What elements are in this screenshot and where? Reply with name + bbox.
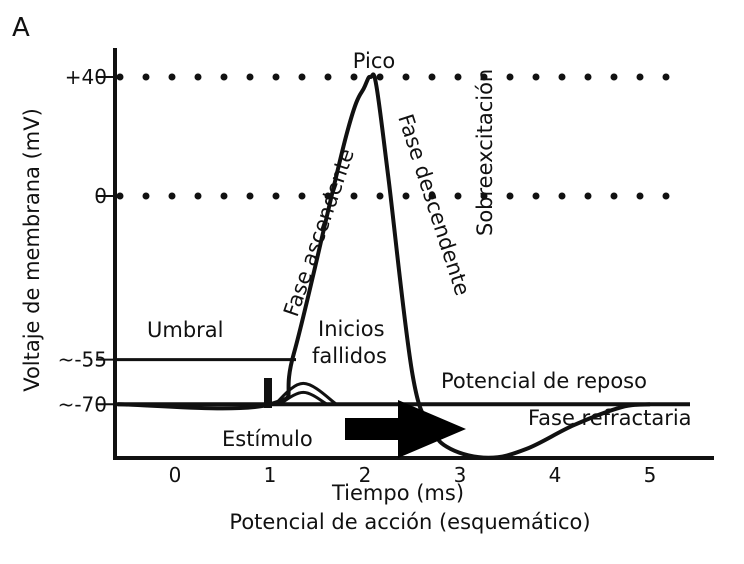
resting-potential-label: Potencial de reposo (441, 369, 647, 393)
chart-title: Potencial de acción (esquemático) (229, 510, 590, 534)
x-tick-label: 2 (359, 463, 372, 487)
x-axis-title: Tiempo (ms) (331, 481, 464, 505)
chart-marks (117, 72, 651, 460)
failed-start-curve (278, 390, 328, 406)
falling-phase-label: Fase descendente (393, 111, 474, 298)
x-tick-label: 3 (454, 463, 467, 487)
stimulus-label: Estímulo (222, 427, 313, 451)
rising-phase-label: Fase ascendente (279, 146, 359, 320)
action-potential-series (117, 72, 651, 460)
x-tick-label: 0 (169, 463, 182, 487)
overshoot-label: Sobreexcitación (473, 69, 497, 236)
threshold-label: Umbral (147, 318, 224, 342)
failed-starts-label-1: Inicios (318, 317, 385, 341)
failed-starts-label-2: fallidos (312, 344, 387, 368)
panel-letter: A (12, 13, 30, 43)
x-tick-label: 4 (549, 463, 562, 487)
refractory-arrow (345, 400, 466, 458)
y-axis-title: Voltaje de membrana (mV) (20, 108, 44, 392)
refractory-label: Fase refractaria (528, 406, 692, 430)
peak-label: Pico (353, 49, 395, 73)
x-tick-label: 5 (644, 463, 657, 487)
failed-start-curve (273, 381, 338, 406)
stimulus-marker (264, 378, 272, 408)
x-tick-label: 1 (264, 463, 277, 487)
